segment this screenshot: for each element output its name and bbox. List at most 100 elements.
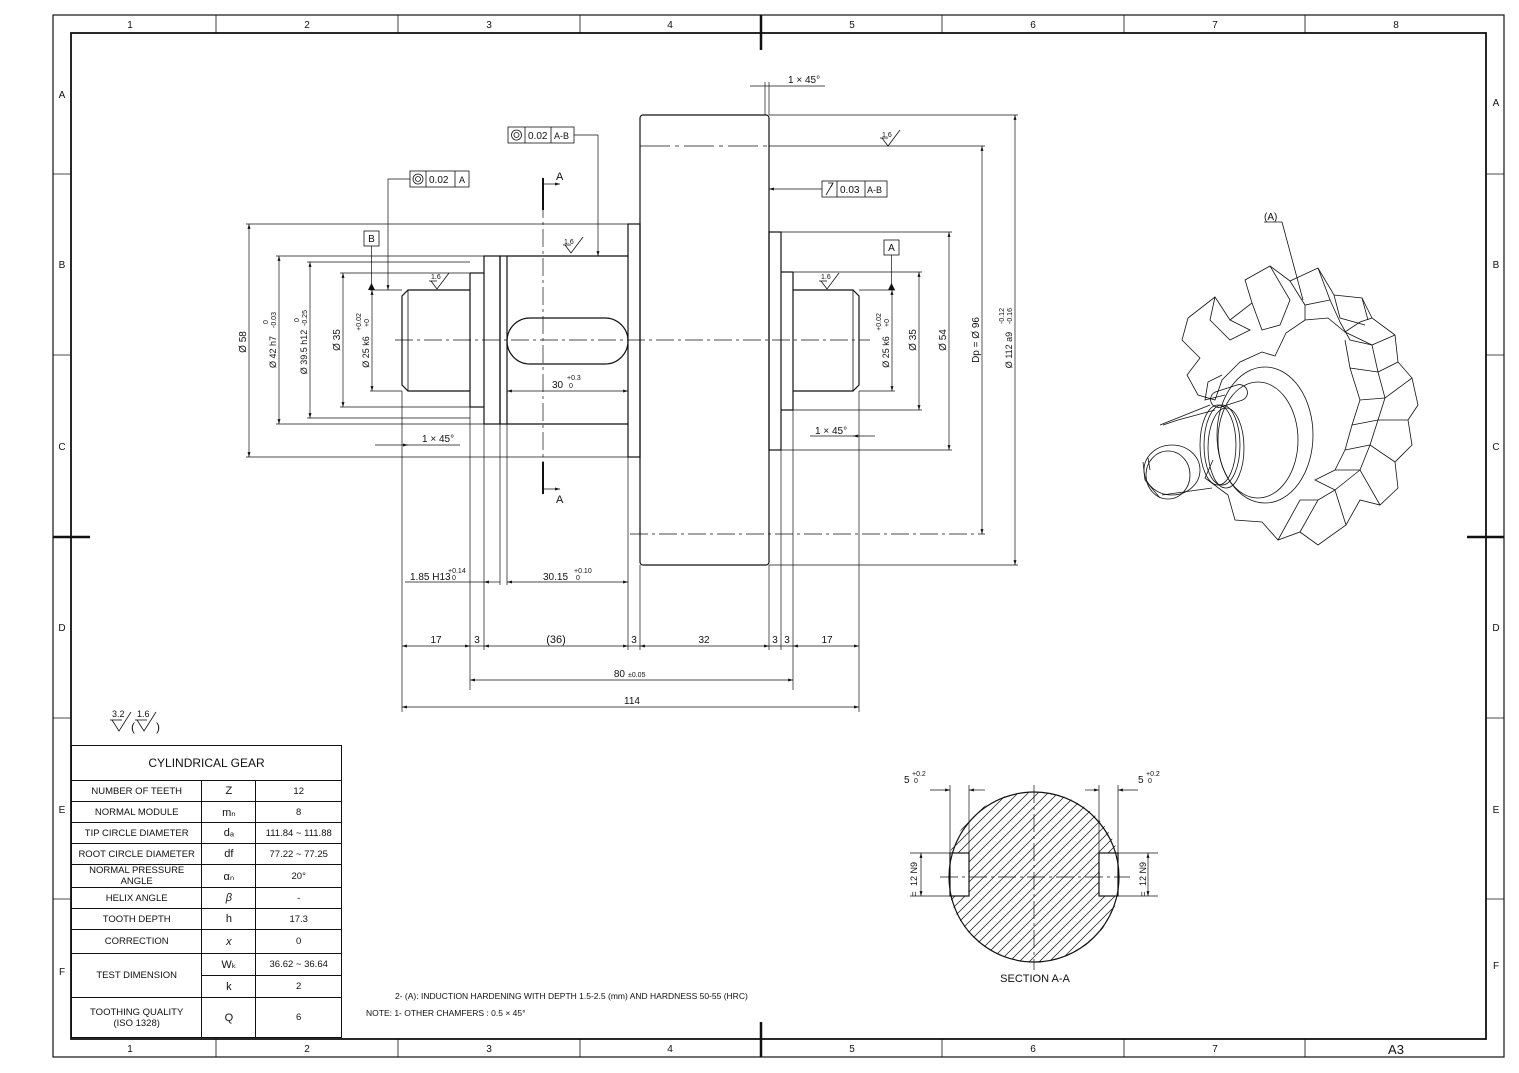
- param-symbol: k: [201, 975, 257, 998]
- dim-d39: Ø 39.5 h12: [299, 330, 309, 375]
- param-symbol: x: [201, 929, 257, 954]
- col-number: 5: [849, 20, 855, 31]
- param-name: NUMBER OF TEETH: [70, 780, 203, 802]
- section-title: SECTION A-A: [1000, 973, 1070, 985]
- dimension-lines: [246, 82, 1018, 712]
- hatch-line: [1124, 777, 1324, 977]
- dim-d25-left: Ø 25 k6: [361, 336, 371, 368]
- concentricity-frame-a: 0.02 A: [386, 170, 470, 290]
- dim-d35-left: Ø 35: [332, 329, 343, 351]
- param-name: TIP CIRCLE DIAMETER: [70, 822, 203, 844]
- col-number: 1: [127, 1044, 133, 1055]
- dim-keyway-tol-upper: +0.3: [567, 375, 581, 382]
- gdt-value: 0.02: [429, 175, 449, 186]
- key-width-right-tol-upper: +0.2: [1146, 771, 1160, 778]
- param-name: TEST DIMENSION: [70, 953, 203, 998]
- param-symbol: mₙ: [201, 801, 257, 823]
- gdt-value: 0.02: [528, 131, 548, 142]
- param-name: NORMAL PRESSURE ANGLE: [70, 864, 203, 888]
- finish-mark: 1.6: [563, 236, 584, 254]
- row-letter: F: [59, 967, 65, 978]
- param-name: ROOT CIRCLE DIAMETER: [70, 843, 203, 865]
- col-number: 8: [1393, 20, 1399, 31]
- dim-len-3a: 3: [474, 635, 480, 646]
- datum-a: A: [883, 239, 900, 290]
- param-symbol: Z: [201, 780, 257, 802]
- dim-groove-tol-lower: 0: [452, 575, 456, 582]
- dim-len-114: 114: [624, 696, 640, 707]
- dim-d54: Ø 54: [938, 329, 949, 351]
- quality-name-line2: (ISO 1328): [113, 1017, 160, 1029]
- table-row: NORMAL PRESSURE ANGLE αₙ 20°: [70, 864, 342, 888]
- col-number: 5: [849, 1044, 855, 1055]
- gdt-value: 0.03: [840, 185, 860, 196]
- dim-d42-tol-upper: 0: [263, 320, 270, 324]
- key-width-left-tol-lower: 0: [914, 778, 918, 785]
- param-name: NORMAL MODULE: [70, 801, 203, 823]
- param-symbol: dₐ: [201, 822, 257, 844]
- table-row: TEST DIMENSION Wₖ 36.62 ~ 36.64: [70, 953, 342, 998]
- table-row: CORRECTION x 0: [70, 929, 342, 954]
- param-value: 8: [255, 801, 342, 823]
- key-depth-left: 12 N9: [909, 862, 919, 886]
- table-row: TIP CIRCLE DIAMETER dₐ 111.84 ~ 111.88: [70, 822, 342, 844]
- hatch-line: [734, 777, 934, 977]
- row-letter: B: [59, 260, 66, 271]
- dim-groove-pos-tol-lower: 0: [576, 575, 580, 582]
- notes: 2- (A): INDUCTION HARDENING WITH DEPTH 1…: [366, 991, 748, 1018]
- param-symbol: αₙ: [201, 864, 257, 888]
- isometric-gear-view: (A): [1142, 212, 1419, 546]
- dim-d112-tol-upper: -0.12: [999, 308, 1006, 324]
- finish-mark: 1.6: [429, 272, 450, 290]
- key-depth-left-eq: =: [909, 891, 919, 896]
- dim-len-3b: 3: [631, 635, 637, 646]
- dim-d25-right: Ø 25 k6: [881, 336, 891, 368]
- col-number: 6: [1030, 20, 1036, 31]
- sheet-size: A3: [1388, 1042, 1404, 1057]
- table-row: HELIX ANGLE β -: [70, 887, 342, 909]
- param-value: 0: [255, 929, 342, 954]
- col-number: 3: [486, 20, 492, 31]
- param-value: -: [255, 887, 342, 909]
- key-width-right: 5: [1138, 775, 1144, 786]
- dim-d42: Ø 42 h7: [268, 336, 278, 368]
- dim-d25-tol-upper: +0.02: [356, 313, 363, 331]
- iso-label: (A): [1264, 212, 1277, 223]
- param-value: 17.3: [255, 908, 342, 930]
- hatch-line: [950, 791, 955, 963]
- dim-d35-right: Ø 35: [908, 329, 919, 351]
- hatch-line: [950, 791, 965, 963]
- param-name: TOOTHING QUALITY (ISO 1328): [70, 997, 203, 1038]
- row-letter: A: [1493, 98, 1500, 109]
- hatch-line: [950, 791, 1035, 963]
- surface-finish-marks: 1.6 1.6 1.6 1.6 3.2 ( 1.6 ): [110, 129, 901, 734]
- hatch-line: [983, 791, 1118, 963]
- svg-text:(: (: [131, 720, 135, 734]
- finish-value: 1.6: [564, 239, 574, 246]
- param-value: 111.84 ~ 111.88: [255, 822, 342, 844]
- hatch-line: [1023, 791, 1118, 963]
- dim-d39-tol-upper: 0: [294, 318, 301, 322]
- dim-d58: Ø 58: [238, 331, 249, 353]
- chamfer-left: 1 × 45°: [422, 434, 454, 445]
- dim-groove-pos: 30.15: [543, 572, 568, 583]
- gdt-datum: A: [459, 175, 465, 185]
- dim-len-3d: 3: [784, 635, 790, 646]
- dim-d42-tol-lower: -0.03: [271, 312, 278, 328]
- col-number: 2: [304, 1044, 310, 1055]
- finish-value: 1.6: [431, 274, 441, 281]
- param-name: TOOTH DEPTH: [70, 908, 203, 930]
- table-title: CYLINDRICAL GEAR: [71, 745, 342, 781]
- datum-b: B: [363, 230, 380, 290]
- hatch-line: [950, 791, 1025, 963]
- row-letter: E: [1493, 805, 1500, 816]
- hatch-line: [1103, 791, 1118, 963]
- section-aa-view: 5 +0.2 0 5 +0.2 0 12 N9 = 12 N9 = SECTIO…: [734, 771, 1324, 985]
- finish-mark: 1.6: [819, 272, 840, 290]
- row-letter: E: [59, 805, 66, 816]
- svg-text:): ): [156, 720, 160, 734]
- dim-groove: 1.85 H13: [410, 572, 451, 583]
- quality-name-line1: TOOTHING QUALITY: [90, 1006, 184, 1018]
- dim-d25r-tol-upper: +0.02: [876, 313, 883, 331]
- key-width-left: 5: [904, 775, 910, 786]
